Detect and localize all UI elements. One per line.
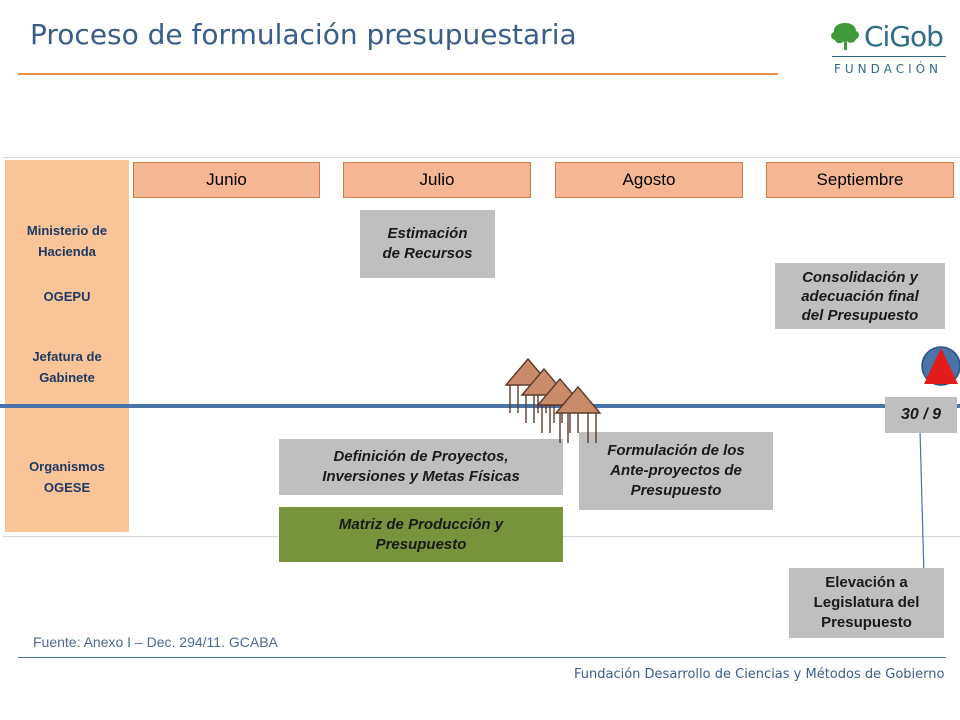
actors-panel: Ministerio de Hacienda OGEPU Jefatura de… xyxy=(5,160,129,532)
task-formulacion-anteproyectos: Formulación de los Ante-proyectos de Pre… xyxy=(579,432,773,510)
footer-divider xyxy=(18,657,946,658)
task-definicion-proyectos: Definición de Proyectos, Inversiones y M… xyxy=(279,439,563,495)
task-matriz-produccion: Matriz de Producción y Presupuesto xyxy=(279,507,563,562)
footer-organization: Fundación Desarrollo de Ciencias y Métod… xyxy=(574,667,945,682)
month-julio: Julio xyxy=(343,162,531,198)
task-elevacion-legislatura: Elevación a Legislatura del Presupuesto xyxy=(789,568,944,638)
task-consolidacion: Consolidación y adecuación final del Pre… xyxy=(775,263,945,329)
month-agosto: Agosto xyxy=(555,162,743,198)
connector-line xyxy=(919,430,925,576)
task-estimacion-recursos: Estimación de Recursos xyxy=(360,210,495,278)
cigob-logo: CiGob FUNDACIÓN xyxy=(828,20,950,80)
logo-divider xyxy=(832,56,946,57)
page-title: Proceso de formulación presupuestaria xyxy=(30,18,577,51)
actor-organismos-ogese: Organismos OGESE xyxy=(29,459,105,495)
milestone-date: 30 / 9 xyxy=(885,397,957,433)
house-group-icon xyxy=(504,357,602,443)
logo-subtitle: FUNDACIÓN xyxy=(834,62,943,76)
timeline-line xyxy=(0,404,960,408)
actor-ministerio-hacienda: Ministerio de Hacienda xyxy=(26,223,108,259)
title-underline xyxy=(18,73,778,75)
source-note: Fuente: Anexo I – Dec. 294/11. GCABA xyxy=(33,634,278,650)
actor-ogepu: OGEPU xyxy=(43,289,91,304)
actor-jefatura-gabinete: Jefatura de Gabinete xyxy=(32,349,102,385)
logo-name: CiGob xyxy=(864,20,944,53)
stop-sign-icon xyxy=(921,346,960,386)
month-septiembre: Septiembre xyxy=(766,162,954,198)
month-junio: Junio xyxy=(133,162,320,198)
tree-icon xyxy=(831,23,859,50)
